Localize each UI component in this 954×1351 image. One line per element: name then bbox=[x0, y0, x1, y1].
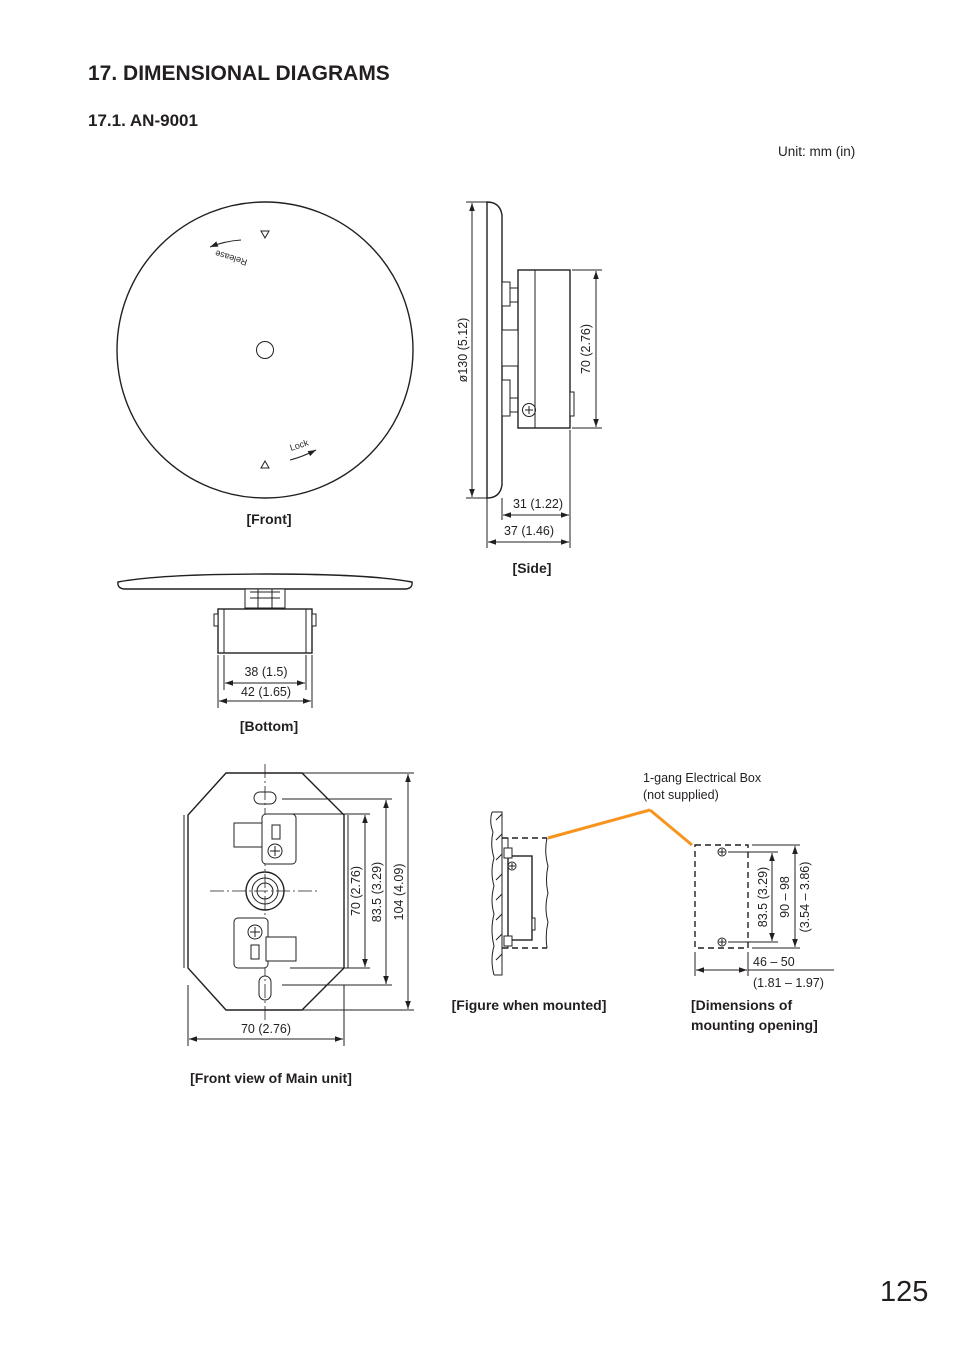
opening-screw-cross bbox=[719, 939, 725, 945]
side-screw-cross bbox=[525, 406, 533, 414]
dim-side-height: 70 (2.76) bbox=[579, 324, 593, 374]
main-unit-outline bbox=[187, 772, 345, 1011]
box-label-line2: (not supplied) bbox=[643, 788, 719, 802]
release-label: Release bbox=[214, 248, 249, 267]
main-unit-view: 70 (2.76) 70 (2.76) 83.5 (3.29) 104 (4.0… bbox=[183, 764, 414, 1086]
bottom-tab bbox=[213, 613, 219, 627]
front-view: Release Lock [Front] bbox=[116, 201, 414, 527]
box-label-line1: 1-gang Electrical Box bbox=[643, 771, 762, 785]
release-mark-icon bbox=[260, 230, 270, 240]
side-clip-top bbox=[509, 287, 519, 303]
lock-arrow-icon bbox=[289, 449, 317, 461]
dim-opening-height-in: (3.54 – 3.86) bbox=[798, 862, 812, 933]
side-bracket-top bbox=[501, 281, 511, 307]
section-title: 17. DIMENSIONAL DIAGRAMS bbox=[88, 62, 390, 85]
upper-connector bbox=[233, 822, 265, 848]
dim-depth-body: 31 (1.22) bbox=[513, 497, 563, 511]
bottom-caption: [Bottom] bbox=[240, 718, 298, 734]
lower-connector bbox=[265, 936, 297, 962]
top-slot bbox=[253, 791, 277, 805]
side-tab bbox=[569, 391, 575, 417]
dim-opening-width-mm: 46 – 50 bbox=[753, 955, 795, 969]
mounted-tab bbox=[531, 917, 536, 931]
mounted-clip bbox=[503, 935, 513, 947]
opening-bottom-screw-icon bbox=[717, 937, 727, 947]
side-bracket-bottom bbox=[501, 379, 511, 417]
bottom-plate-profile bbox=[117, 573, 413, 590]
side-view: ø130 (5.12) 70 (2.76) 31 (1.22) 37 (1.46… bbox=[456, 201, 602, 576]
side-screw-icon bbox=[522, 403, 536, 417]
page-number: 125 bbox=[880, 1276, 929, 1308]
side-connector bbox=[501, 329, 519, 367]
main-unit-caption: [Front view of Main unit] bbox=[190, 1070, 352, 1086]
lower-screw-cross bbox=[250, 927, 260, 937]
dim-bottom-outer: 42 (1.65) bbox=[241, 685, 291, 699]
bottom-bracket-detail bbox=[250, 589, 280, 608]
opening-caption-line2: mounting opening] bbox=[691, 1017, 818, 1033]
mounted-view: 1-gang Electrical Box (not supplied) [Fi… bbox=[452, 771, 762, 1013]
front-plate-outline bbox=[116, 201, 414, 499]
wall-edge bbox=[490, 811, 495, 976]
opening-top-screw-icon bbox=[717, 847, 727, 857]
lower-terminal-slot bbox=[250, 944, 260, 960]
bottom-tab bbox=[311, 613, 317, 627]
mounted-screw-cross bbox=[509, 863, 515, 869]
dim-main-h3: 104 (4.09) bbox=[392, 864, 406, 921]
mounted-clip bbox=[503, 847, 513, 859]
subsection-title: 17.1. AN-9001 bbox=[88, 111, 198, 130]
lock-mark-icon bbox=[260, 459, 270, 469]
center-knob bbox=[245, 871, 285, 911]
lock-label: Lock bbox=[288, 437, 310, 453]
box-break-line bbox=[545, 837, 549, 949]
side-clip-bottom bbox=[509, 397, 519, 413]
leader-line bbox=[649, 808, 693, 847]
upper-screw-icon bbox=[267, 843, 283, 859]
dim-diameter: ø130 (5.12) bbox=[456, 318, 470, 383]
opening-screw-cross bbox=[719, 849, 725, 855]
mounted-caption: [Figure when mounted] bbox=[452, 997, 607, 1013]
dim-opening-width-in: (1.81 – 1.97) bbox=[753, 976, 824, 990]
bottom-main-body bbox=[217, 608, 313, 654]
center-knob-core bbox=[256, 882, 274, 900]
wall-surface bbox=[492, 811, 503, 976]
side-caption: [Side] bbox=[513, 560, 552, 576]
upper-terminal-slot bbox=[271, 824, 281, 840]
mounted-unit-body bbox=[507, 855, 533, 941]
opening-outline bbox=[694, 844, 749, 949]
leader-line bbox=[547, 808, 651, 840]
center-knob-ring bbox=[251, 877, 279, 905]
bottom-view: 38 (1.5) 42 (1.65) [Bottom] bbox=[117, 573, 413, 734]
front-center-hole bbox=[256, 341, 274, 359]
bottom-slot bbox=[258, 975, 272, 1001]
dim-opening-height-mm: 90 – 98 bbox=[778, 876, 792, 918]
wall-hatch bbox=[495, 813, 503, 961]
lower-terminal-block bbox=[233, 917, 269, 969]
opening-caption-line1: [Dimensions of bbox=[691, 997, 792, 1013]
dim-main-width: 70 (2.76) bbox=[241, 1022, 291, 1036]
mounted-screw-icon bbox=[507, 861, 517, 871]
dim-depth-total: 37 (1.46) bbox=[504, 524, 554, 538]
front-caption: [Front] bbox=[246, 511, 291, 527]
lower-screw-icon bbox=[247, 924, 263, 940]
opening-view: 83.5 (3.29) 90 – 98 (3.54 – 3.86) 46 – 5… bbox=[691, 844, 834, 1033]
dim-main-h2: 83.5 (3.29) bbox=[370, 862, 384, 922]
dim-bottom-inner: 38 (1.5) bbox=[244, 665, 287, 679]
dim-opening-screw: 83.5 (3.29) bbox=[756, 867, 770, 927]
upper-screw-cross bbox=[270, 846, 280, 856]
release-arrow-icon bbox=[209, 239, 242, 248]
side-plate-profile bbox=[486, 201, 503, 499]
unit-note: Unit: mm (in) bbox=[778, 144, 856, 159]
dim-main-h1: 70 (2.76) bbox=[349, 866, 363, 916]
